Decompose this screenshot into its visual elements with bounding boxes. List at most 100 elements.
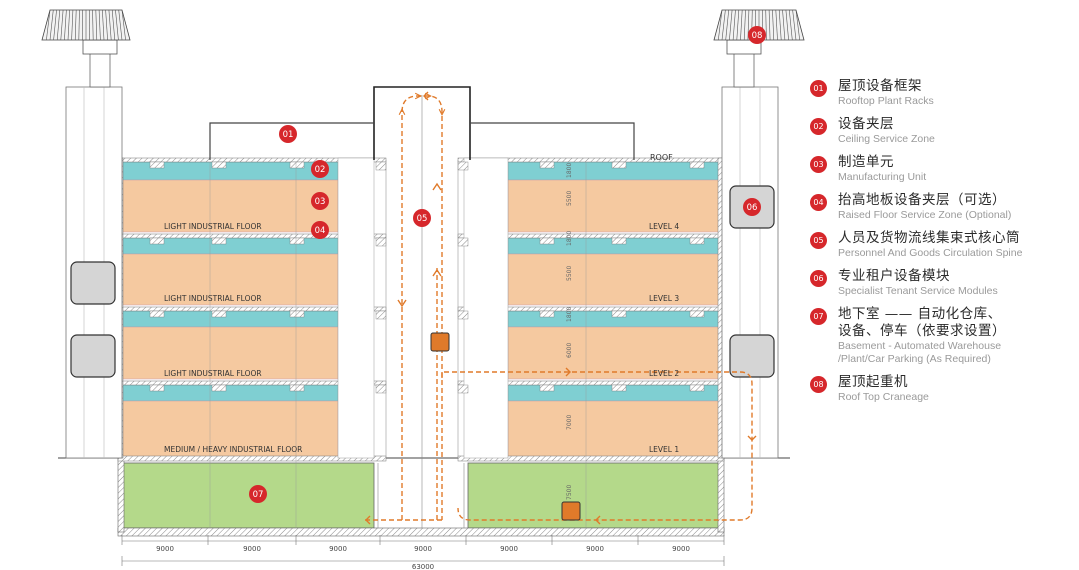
floor-label-left-l1: MEDIUM / HEAVY INDUSTRIAL FLOOR (164, 445, 302, 454)
basement-left-zone (121, 462, 375, 529)
legend-label-cn: 设备夹层 (838, 116, 894, 132)
height-dim: 1800 (566, 307, 573, 322)
floor-label-left-l4: LIGHT INDUSTRIAL FLOOR (164, 222, 262, 231)
core-beam (375, 161, 387, 171)
height-dimensions: 5500 5500 6000 7000 7500 1800 1800 1800 (566, 163, 573, 500)
bay-dimension: 9000 (672, 545, 690, 553)
legend-label-cn: 地下室 —— 自动化仓库、 (838, 306, 1002, 322)
tenant-module-left-lower (70, 334, 116, 378)
beam (149, 161, 165, 169)
bay-dimension: 9000 (156, 545, 174, 553)
circulation-paths (362, 96, 753, 521)
circulation-arrows (365, 91, 757, 525)
basement-slab (117, 527, 725, 537)
beam (689, 384, 705, 392)
roof-craneage (41, 9, 805, 41)
roof-rack-right (470, 122, 635, 160)
legend-number-badge: 03 (810, 156, 827, 173)
beam (539, 384, 555, 392)
basement-wall-left (117, 457, 125, 533)
tower-right (721, 39, 779, 459)
crane-canopy (41, 9, 131, 41)
legend-label-cn: 人员及货物流线集束式核心筒 (838, 230, 1020, 246)
svg-text:06: 06 (747, 203, 758, 213)
core-beam (375, 310, 387, 320)
beam (211, 237, 227, 245)
svg-text:08: 08 (752, 31, 763, 41)
legend-label-cn: 屋顶设备框架 (838, 78, 922, 94)
tenant-module-right-lower (729, 334, 775, 378)
corridor-zone (337, 157, 375, 459)
svg-text:04: 04 (315, 226, 326, 236)
corridor-zone (463, 157, 509, 459)
beam (149, 384, 165, 392)
floor-slab (457, 455, 725, 462)
height-dim: 1800 (566, 231, 573, 246)
legend-label-cn: 设备、停车（依要求设置） (838, 323, 1006, 339)
height-dim: 6000 (566, 343, 573, 358)
marker-08: 08 (748, 26, 766, 44)
crane-canopy (713, 9, 805, 41)
bay-dimension: 9000 (500, 545, 518, 553)
floor-label-right-l1: LEVEL 1 (649, 445, 679, 454)
beam (611, 384, 627, 392)
core-beam (457, 310, 469, 320)
beam (289, 237, 305, 245)
goods-box-core (430, 332, 450, 352)
marker-07: 07 (249, 485, 267, 503)
beam (539, 161, 555, 169)
legend-label-en: Specialist Tenant Service Modules (838, 285, 998, 297)
legend-number-badge: 07 (810, 308, 827, 325)
height-dim: 7500 (566, 485, 573, 500)
core-beam (457, 161, 469, 171)
marker-06: 06 (743, 198, 761, 216)
floor-label-left-l2: LIGHT INDUSTRIAL FLOOR (164, 369, 262, 378)
building-floors (117, 157, 725, 528)
height-dim: 5500 (566, 266, 573, 281)
bay-dimension: 9000 (329, 545, 347, 553)
bay-dimension: 9000 (586, 545, 604, 553)
manufacturing-unit (121, 326, 339, 380)
beam (539, 310, 555, 318)
floor-labels: LIGHT INDUSTRIAL FLOOR LIGHT INDUSTRIAL … (164, 222, 679, 454)
arrow-icon (432, 268, 442, 277)
central-core (373, 86, 471, 528)
svg-text:05: 05 (417, 214, 428, 224)
beam (611, 161, 627, 169)
crane-mast-right (733, 51, 755, 88)
crane-mast-left (89, 51, 111, 88)
arrow-icon (397, 299, 407, 308)
legend-label-en: Ceiling Service Zone (838, 133, 935, 145)
bay-dimension: 9000 (414, 545, 432, 553)
manufacturing-unit (507, 400, 721, 459)
marker-01: 01 (279, 125, 297, 143)
svg-text:03: 03 (315, 197, 326, 207)
legend-number-badge: 05 (810, 232, 827, 249)
beam (289, 384, 305, 392)
basement-right-zone (467, 462, 721, 529)
manufacturing-unit (507, 179, 721, 233)
rooftop-plant-racks: ROOF (209, 122, 673, 162)
beam (689, 161, 705, 169)
beam (211, 161, 227, 169)
legend-label-en: /Plant/Car Parking (As Required) (838, 353, 991, 365)
height-dim: 7000 (566, 415, 573, 430)
height-dim: 1800 (566, 163, 573, 178)
svg-text:07: 07 (253, 490, 264, 500)
crane-head-left (82, 39, 118, 55)
legend-label-cn: 专业租户设备模块 (838, 268, 950, 284)
goods-box-basement (561, 501, 581, 521)
floor-label-right-l4: LEVEL 4 (649, 222, 679, 231)
marker-03: 03 (311, 192, 329, 210)
arrow-icon (423, 91, 429, 101)
beam (689, 310, 705, 318)
legend-number-badge: 06 (810, 270, 827, 287)
marker-04: 04 (311, 221, 329, 239)
